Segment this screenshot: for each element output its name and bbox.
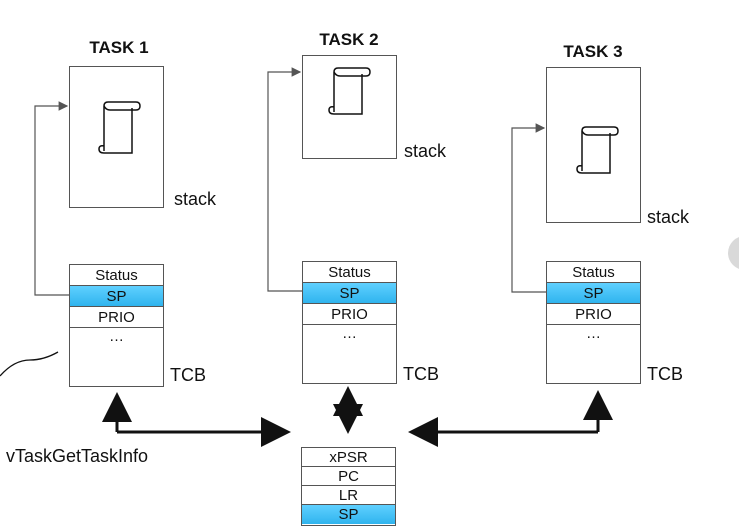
- task-2-stack-box: [302, 55, 397, 159]
- task-3-sp-connector: [511, 123, 546, 293]
- task-1-stack-label: stack: [174, 189, 217, 209]
- task-3-scroll-icon: [576, 126, 619, 174]
- task-3-tcb-sp: SP: [547, 283, 640, 304]
- edge-circle-decoration: [728, 236, 739, 270]
- task-1-tcb-more: …: [109, 328, 124, 345]
- cpu-register-xpsr: xPSR: [302, 448, 395, 467]
- task-3-double-arrow-icon: [408, 390, 613, 447]
- cpu-register-lr: LR: [302, 486, 395, 505]
- task-3-tcb: Status SP PRIO …: [546, 261, 641, 384]
- task-2-tcb-sp: SP: [303, 283, 396, 304]
- task-2-title: TASK 2: [319, 30, 379, 49]
- task-1-tcb-status: Status: [70, 265, 163, 286]
- task-2-tcb-label: TCB: [403, 364, 439, 384]
- task-1-tcb: Status SP PRIO …: [69, 264, 164, 387]
- task-2-stack-label: stack: [404, 141, 447, 161]
- task-1-title: TASK 1: [89, 38, 149, 57]
- task-3-tcb-label: TCB: [647, 364, 683, 384]
- task-2-tcb-prio: PRIO: [303, 304, 396, 325]
- task-1-tcb-prio: PRIO: [70, 307, 163, 328]
- cpu-register-sp: SP: [302, 505, 395, 524]
- task-3-stack-box: [546, 67, 641, 223]
- task-1-double-arrow-icon: [102, 392, 291, 447]
- task-1-tcb-sp: SP: [70, 286, 163, 307]
- function-label: vTaskGetTaskInfo: [6, 446, 149, 466]
- function-pointer-curve: [0, 351, 59, 377]
- task-3-title: TASK 3: [563, 42, 623, 61]
- cpu-register-block: xPSR PC LR SP: [301, 447, 396, 526]
- task-1-sp-connector: [34, 101, 69, 296]
- task-2-sp-connector: [267, 67, 302, 292]
- cpu-register-pc: PC: [302, 467, 395, 486]
- task-3-tcb-status: Status: [547, 262, 640, 283]
- task-2-scroll-icon: [328, 67, 371, 115]
- task-2-tcb: Status SP PRIO …: [302, 261, 397, 384]
- task-1-tcb-label: TCB: [170, 365, 206, 385]
- task-3-tcb-prio: PRIO: [547, 304, 640, 325]
- task-1-stack-box: [69, 66, 164, 208]
- task-2-tcb-more: …: [342, 325, 357, 342]
- task-2-tcb-status: Status: [303, 262, 396, 283]
- task-1-scroll-icon: [98, 101, 141, 154]
- task-3-tcb-more: …: [586, 325, 601, 342]
- task-3-stack-label: stack: [647, 207, 690, 227]
